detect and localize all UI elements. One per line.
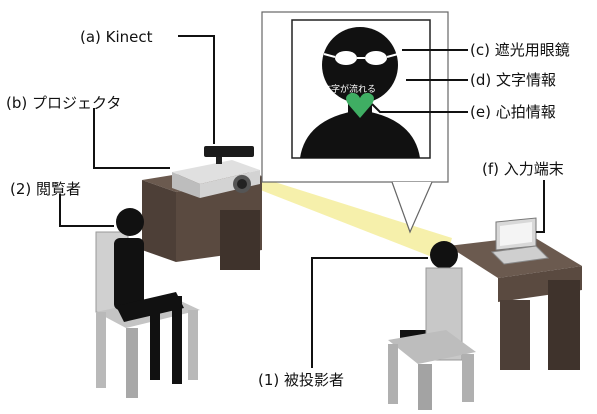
projector-light-beam — [250, 178, 452, 262]
viewer-figure — [114, 208, 184, 384]
heart-info-leader-line — [371, 103, 468, 113]
projected-person-chair — [388, 267, 476, 410]
label-terminal: (f) 入力端末 — [482, 160, 564, 178]
label-glasses: (c) 遮光用眼鏡 — [470, 41, 570, 59]
label-viewer: (2) 閲覧者 — [10, 180, 81, 198]
kinect-device — [204, 146, 254, 164]
heart-icon — [346, 92, 374, 118]
terminal-leader-line — [536, 180, 545, 233]
label-projected-person: (1) 被投影者 — [258, 371, 344, 389]
label-heart-info: (e) 心拍情報 — [470, 103, 556, 121]
laptop — [490, 217, 550, 265]
projected-person-leader-line — [311, 257, 428, 368]
projector — [172, 160, 260, 198]
label-kinect: (a) Kinect — [80, 28, 153, 46]
viewer-leader-line — [59, 194, 114, 227]
kinect-leader-line — [178, 35, 215, 144]
projector-leader-line — [93, 108, 170, 169]
label-projector: (b) プロジェクタ — [6, 94, 121, 112]
shading-glasses — [323, 51, 399, 65]
label-text-info: (d) 文字情報 — [470, 71, 556, 89]
leader-lines — [59, 35, 545, 368]
inset-silhouette — [300, 27, 420, 158]
overlay-text: 文字が流れる — [322, 83, 376, 95]
